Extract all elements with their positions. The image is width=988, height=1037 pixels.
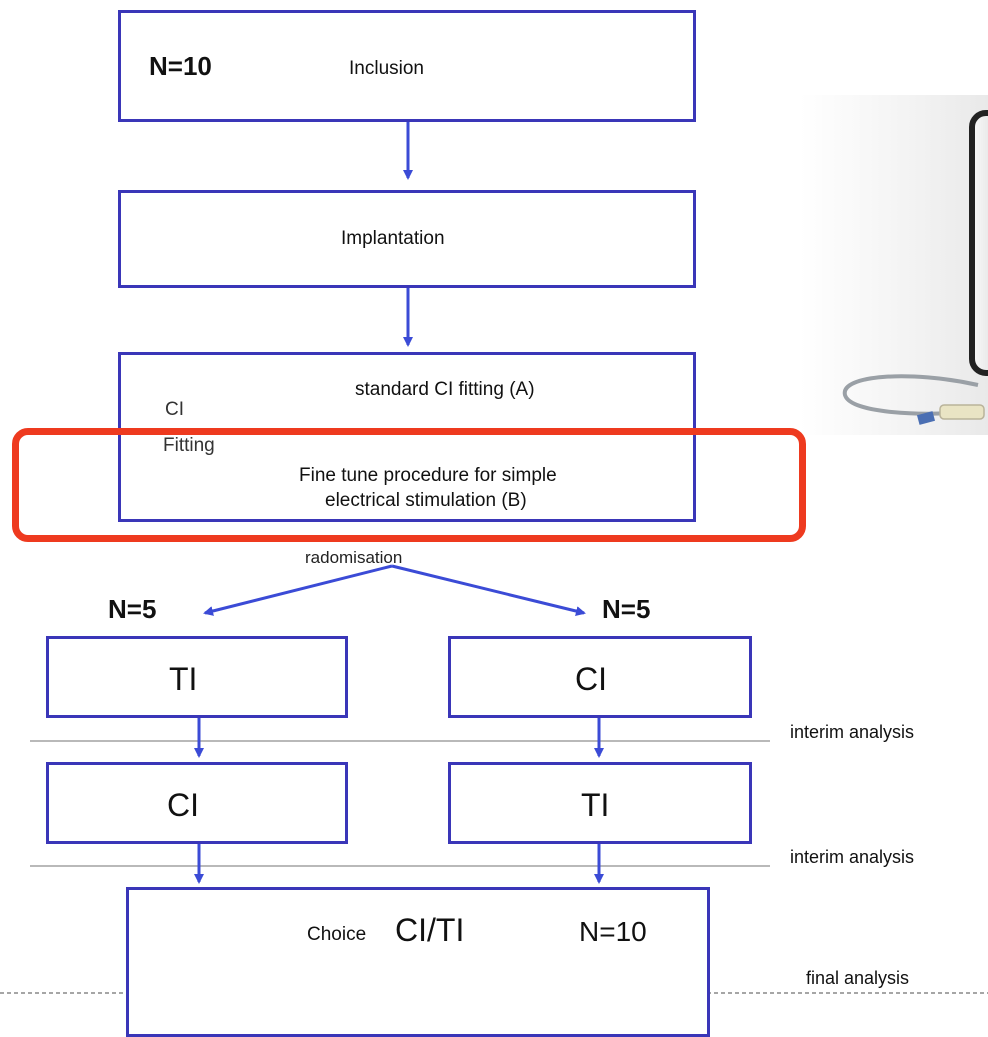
ci-fitting-box: CI Fitting standard CI fitting (A) Fine … [118, 352, 696, 522]
right-arm-first-box: CI [448, 636, 752, 718]
fitting-option-b-line1: Fine tune procedure for simple [299, 465, 557, 486]
arrow-rand-left [203, 564, 393, 616]
implant-device-illustration [842, 110, 988, 425]
fitting-option-a: standard CI fitting (A) [355, 379, 535, 400]
left-arm-second-label: CI [167, 787, 199, 823]
right-arm-count: N=5 [602, 594, 651, 624]
interim-analysis-label-1: interim analysis [790, 722, 915, 742]
left-arm-count: N=5 [108, 594, 157, 624]
inclusion-label: Inclusion [349, 58, 424, 79]
fitting-option-b-line2: electrical stimulation (B) [325, 490, 527, 511]
final-analysis-label: final analysis [806, 968, 910, 988]
choice-label: Choice [307, 924, 367, 945]
right-arm-second-box: TI [448, 762, 752, 844]
final-choice-box: Choice CI/TI N=10 [126, 887, 710, 1037]
device-image [800, 95, 988, 435]
left-arm-second-box: CI [46, 762, 348, 844]
inclusion-count: N=10 [149, 51, 212, 81]
right-arm-second-label: TI [581, 787, 610, 823]
randomisation-label: radomisation [305, 548, 403, 567]
implantation-label: Implantation [341, 228, 445, 249]
fitting-side-label-fitting: Fitting [163, 435, 215, 456]
arrow-rand-right [391, 564, 586, 616]
right-arm-first-label: CI [575, 661, 607, 697]
fitting-side-label-ci: CI [165, 399, 184, 420]
choice-value: CI/TI [395, 912, 465, 948]
implantation-box: Implantation [118, 190, 696, 288]
left-arm-first-box: TI [46, 636, 348, 718]
left-arm-first-label: TI [169, 661, 198, 697]
inclusion-box: N=10 Inclusion [118, 10, 696, 122]
final-count: N=10 [579, 916, 647, 947]
interim-analysis-label-2: interim analysis [790, 847, 915, 867]
highlight-box [12, 428, 806, 542]
